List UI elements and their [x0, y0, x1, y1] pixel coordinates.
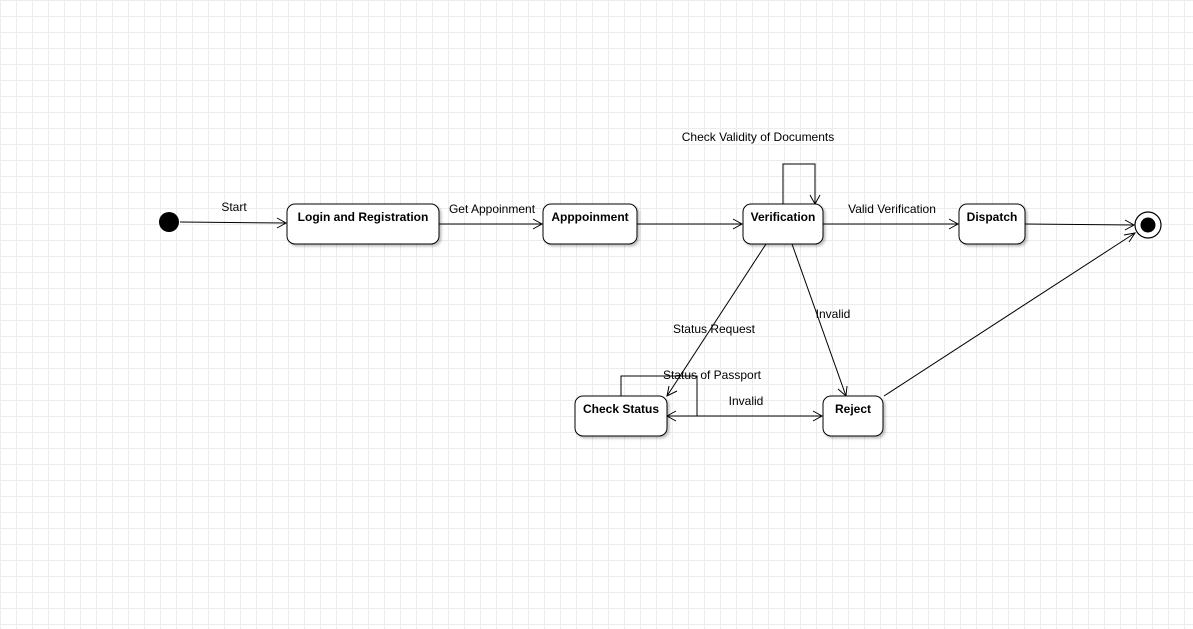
edge-label-get-appointment: Get Appoinment: [449, 202, 536, 216]
edge-verification-to-dispatch[interactable]: [823, 218, 960, 230]
state-reject-label: Reject: [835, 402, 871, 416]
edge-start-to-login[interactable]: [179, 217, 288, 229]
state-dispatch-label: Dispatch: [967, 210, 1018, 224]
state-check-status-label: Check Status: [583, 402, 659, 416]
edge-check-status-to-reject[interactable]: [667, 410, 824, 422]
state-login-and-registration[interactable]: Login and Registration: [286, 203, 440, 245]
edge-appointment-to-verification[interactable]: [637, 218, 744, 230]
edge-label-check-validity: Check Validity of Documents: [682, 130, 835, 144]
state-check-status[interactable]: Check Status: [574, 395, 668, 437]
edge-label-status-request: Status Request: [673, 322, 756, 336]
state-dispatch[interactable]: Dispatch: [958, 203, 1026, 245]
edges: [179, 163, 1137, 422]
edge-verification-self-loop[interactable]: [782, 163, 821, 206]
edge-label-status-of-passport: Status of Passport: [663, 368, 762, 382]
final-node[interactable]: [1134, 211, 1162, 239]
edge-label-invalid-check: Invalid: [729, 394, 764, 408]
state-reject[interactable]: Reject: [822, 395, 884, 437]
edge-label-valid-verification: Valid Verification: [848, 202, 936, 216]
edge-label-invalid-verification: Invalid: [816, 307, 851, 321]
edge-reject-to-end[interactable]: [883, 232, 1137, 397]
edge-verification-to-check-status[interactable]: [666, 243, 767, 397]
state-login-label: Login and Registration: [298, 210, 429, 224]
edge-label-start: Start: [221, 200, 247, 214]
edge-dispatch-to-end[interactable]: [1024, 219, 1136, 231]
state-verification-label: Verification: [751, 210, 816, 224]
edge-login-to-appointment[interactable]: [439, 218, 544, 230]
state-appointment[interactable]: Apppoinment: [542, 203, 638, 245]
state-appointment-label: Apppoinment: [551, 210, 628, 224]
state-verification[interactable]: Verification: [742, 203, 824, 245]
initial-node[interactable]: [159, 212, 179, 232]
